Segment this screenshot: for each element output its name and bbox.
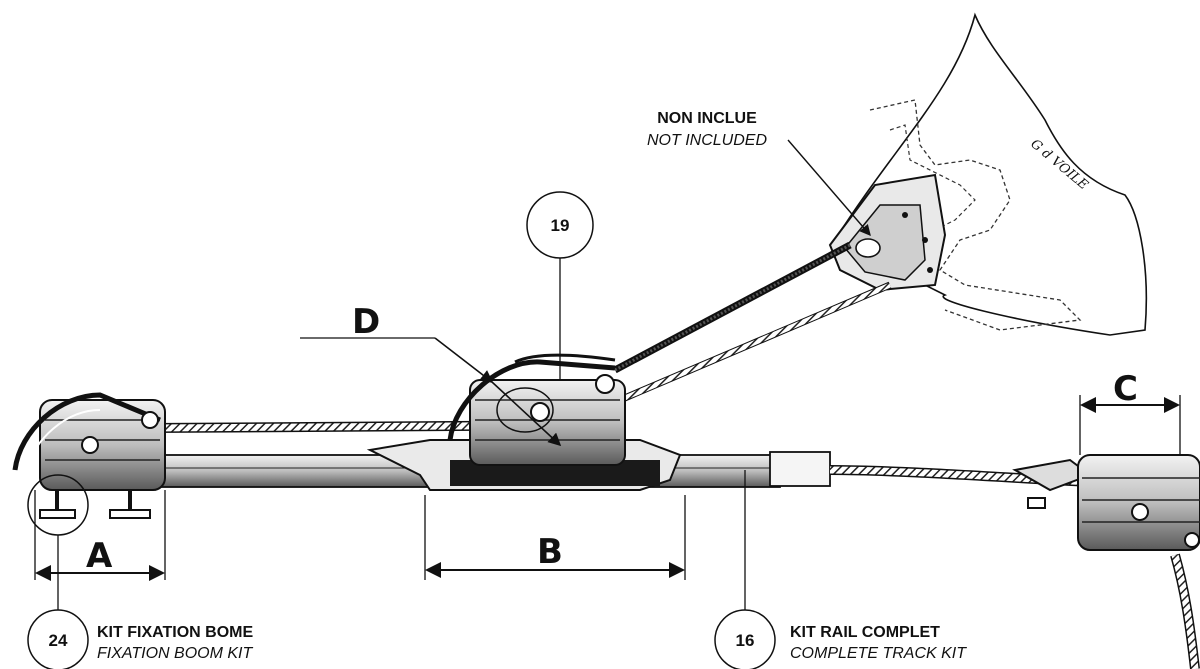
dimension-d-label: D bbox=[352, 302, 380, 342]
non-inclue-text: NON INCLUE bbox=[657, 110, 757, 127]
kit-fixation-bome-text: KIT FIXATION BOME bbox=[97, 624, 253, 641]
dimension-d: D bbox=[300, 302, 562, 447]
right-fixation bbox=[1012, 454, 1200, 551]
callout-24: 24 KIT FIXATION BOME FIXATION BOOM KIT bbox=[27, 474, 253, 669]
complete-track-kit-text: COMPLETE TRACK KIT bbox=[790, 645, 967, 662]
dimension-b: B bbox=[424, 495, 686, 580]
control-lines bbox=[613, 241, 892, 404]
boom-fixation bbox=[12, 392, 166, 519]
sail: G d VOILE bbox=[828, 12, 1148, 336]
not-included-text: NOT INCLUDED bbox=[647, 132, 767, 149]
dimension-a: A bbox=[34, 490, 166, 581]
callout-16: 16 KIT RAIL COMPLET COMPLETE TRACK KIT bbox=[714, 470, 967, 669]
callout-24-number: 24 bbox=[49, 631, 68, 650]
dimension-c-label: C bbox=[1113, 369, 1138, 409]
callout-16-number: 16 bbox=[736, 631, 755, 650]
callout-19-number: 19 bbox=[551, 216, 570, 235]
slider-car bbox=[366, 353, 682, 491]
fixation-boom-kit-text: FIXATION BOOM KIT bbox=[97, 645, 253, 662]
dimension-a-label: A bbox=[86, 536, 113, 576]
callout-19: 19 bbox=[526, 191, 594, 380]
dimension-c: C bbox=[1079, 369, 1181, 455]
dimension-b-label: B bbox=[537, 532, 563, 572]
not-included-label: NON INCLUE NOT INCLUDED bbox=[647, 110, 871, 237]
kit-rail-complet-text: KIT RAIL COMPLET bbox=[790, 624, 940, 641]
